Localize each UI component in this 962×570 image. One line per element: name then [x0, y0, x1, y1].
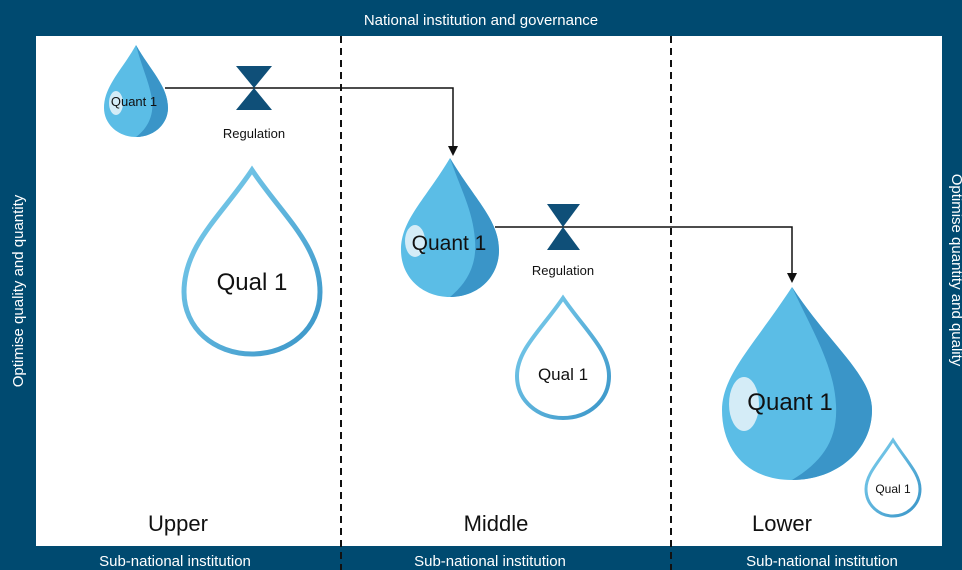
right-bar-label: Optimise quantity and quality [948, 174, 962, 367]
quant-drop-lower: Quant 1 [722, 287, 872, 480]
regulation-valve-icon [547, 204, 580, 250]
regulation-label-upper: Regulation [223, 126, 285, 141]
regulation-label-middle: Regulation [532, 263, 594, 278]
quant-label-lower: Quant 1 [747, 389, 832, 416]
flow-arrow-upper-middle [165, 87, 458, 156]
qual-drop-middle: Qual 1 [514, 294, 612, 421]
region-label-lower: Lower [752, 511, 812, 536]
region-label-middle: Middle [464, 511, 529, 536]
left-bar-label: Optimise quality and quantity [10, 194, 27, 387]
quant-label-middle: Quant 1 [412, 232, 487, 255]
qual-label-lower: Qual 1 [875, 482, 911, 496]
qual-label-upper: Qual 1 [217, 269, 288, 296]
flow-arrow-middle-lower [495, 226, 797, 283]
quant-drop-upper: Quant 1 [104, 45, 168, 137]
qual-label-middle: Qual 1 [538, 365, 588, 384]
top-bar-label: National institution and governance [364, 12, 598, 29]
quant-label-upper: Quant 1 [111, 94, 157, 109]
quant-drop-middle: Quant 1 [401, 158, 499, 297]
region-label-upper: Upper [148, 511, 208, 536]
bottom-label-lower: Sub-national institution [746, 553, 898, 570]
bottom-label-middle: Sub-national institution [414, 553, 566, 570]
regulation-valve-icon [236, 66, 272, 110]
qual-drop-upper: Qual 1 [181, 165, 323, 357]
bottom-label-upper: Sub-national institution [99, 553, 251, 570]
qual-drop-lower: Qual 1 [864, 437, 922, 518]
